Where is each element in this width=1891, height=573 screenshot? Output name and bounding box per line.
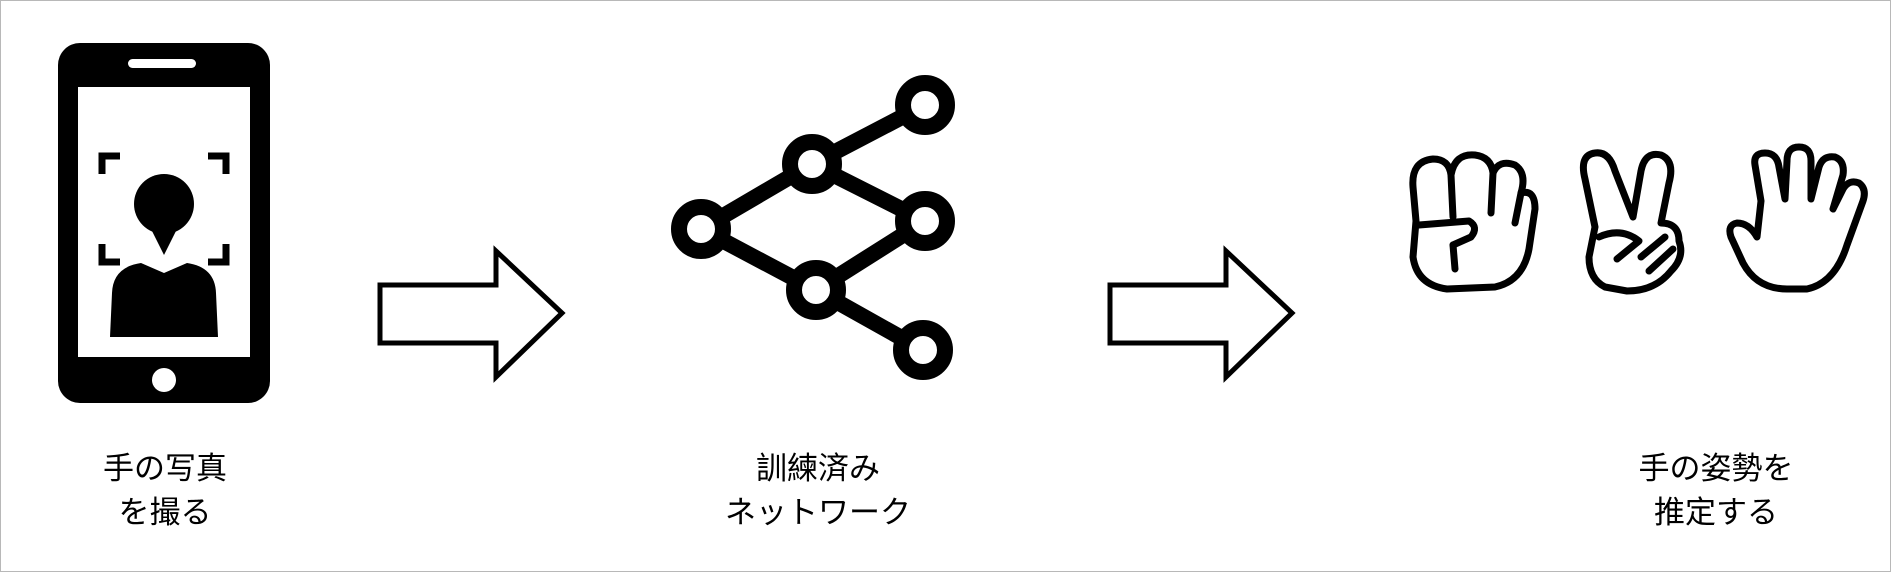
scissors-hand-icon xyxy=(1579,149,1685,295)
step-2-label: 訓練済み ネットワーク xyxy=(658,447,978,535)
right-arrow-icon xyxy=(1107,245,1296,383)
neural-network-icon xyxy=(671,75,955,380)
right-arrow-icon xyxy=(377,245,566,383)
paper-hand-icon xyxy=(1726,143,1868,293)
rock-hand-icon xyxy=(1409,151,1539,293)
step-1-label-line1: 手の写真 xyxy=(103,451,227,487)
step-1-label-line2: を撮る xyxy=(118,495,212,531)
step-1-label: 手の写真 を撮る xyxy=(5,447,325,535)
step-3-label-line1: 手の姿勢を xyxy=(1638,451,1794,487)
step-2-label-line2: ネットワーク xyxy=(725,495,911,531)
step-2-label-line1: 訓練済み xyxy=(756,451,880,487)
step-3-label: 手の姿勢を 推定する xyxy=(1556,447,1876,535)
hand-gestures-icon xyxy=(1409,143,1868,295)
step-3-label-line2: 推定する xyxy=(1654,495,1778,531)
smartphone-camera-icon xyxy=(58,43,270,403)
